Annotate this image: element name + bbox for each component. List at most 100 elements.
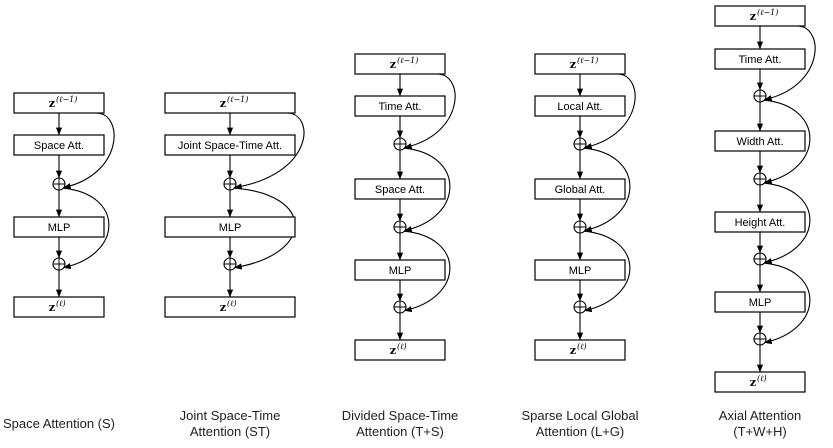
sum-node: [52, 257, 66, 271]
z-superscript: (ℓ): [577, 342, 587, 351]
z-symbol: z: [390, 344, 396, 357]
sum-node: [393, 137, 407, 151]
residual-connection: [63, 112, 115, 190]
column-caption: Space Attention (S): [3, 416, 115, 431]
residual-connection: [584, 73, 636, 150]
block-label: MLP: [389, 265, 412, 277]
residual-connection: [764, 262, 811, 345]
z-superscript: (ℓ): [56, 299, 66, 308]
z-superscript: (ℓ): [227, 299, 237, 308]
sum-node: [223, 177, 237, 191]
block-local-att: Local Att.: [534, 95, 626, 117]
sum-node: [753, 89, 767, 103]
block-space-att: Space Att.: [354, 178, 446, 200]
z-symbol: z: [570, 344, 576, 357]
block-label: Local Att.: [557, 101, 602, 113]
input-z-box: z(ℓ−1): [354, 53, 446, 75]
z-superscript: (ℓ): [397, 342, 407, 351]
block-mlp: MLP: [354, 259, 446, 281]
column-caption: (T+W+H): [733, 424, 786, 439]
input-z-box: z(ℓ−1): [164, 92, 296, 114]
residual-connection: [764, 182, 811, 265]
z-superscript: (ℓ−1): [397, 56, 418, 65]
sum-node: [393, 220, 407, 234]
z-symbol: z: [49, 97, 55, 110]
column-caption: Divided Space-Time: [342, 408, 459, 423]
block-time-att: Time Att.: [354, 95, 446, 117]
output-z-box: z(ℓ): [164, 296, 296, 318]
output-z-box: z(ℓ): [354, 339, 446, 361]
column-caption: Axial Attention: [719, 408, 801, 423]
sum-node: [52, 177, 66, 191]
z-symbol: z: [390, 58, 396, 71]
block-height-att: Height Att.: [714, 211, 806, 233]
z-symbol: z: [220, 97, 226, 110]
z-symbol: z: [570, 58, 576, 71]
column-caption: Attention (ST): [190, 424, 270, 439]
block-mlp: MLP: [714, 291, 806, 313]
z-symbol: z: [750, 376, 756, 389]
z-superscript: (ℓ−1): [227, 95, 248, 104]
sum-node: [573, 220, 587, 234]
input-z-box: z(ℓ−1): [534, 53, 626, 75]
z-symbol: z: [750, 10, 756, 23]
block-label: Time Att.: [739, 54, 782, 66]
block-mlp: MLP: [534, 259, 626, 281]
sum-node: [223, 257, 237, 271]
block-label: MLP: [569, 265, 592, 277]
column-caption: Sparse Local Global: [521, 408, 638, 423]
residual-connection: [764, 99, 811, 185]
block-label: Space Att.: [375, 184, 425, 196]
block-joint-space-time-att: Joint Space-Time Att.: [164, 134, 296, 156]
sum-node: [753, 252, 767, 266]
block-space-att: Space Att.: [13, 134, 105, 156]
z-superscript: (ℓ−1): [757, 8, 778, 17]
output-z-box: z(ℓ): [534, 339, 626, 361]
block-label: Joint Space-Time Att.: [178, 140, 282, 152]
z-superscript: (ℓ−1): [56, 95, 77, 104]
block-label: MLP: [219, 222, 242, 234]
block-width-att: Width Att.: [714, 130, 806, 152]
sum-node: [753, 172, 767, 186]
block-global-att: Global Att.: [534, 178, 626, 200]
z-superscript: (ℓ): [757, 374, 767, 383]
residual-connection: [584, 230, 631, 313]
residual-connection: [584, 147, 631, 233]
column-caption: Attention (L+G): [536, 424, 625, 439]
block-label: Time Att.: [379, 101, 422, 113]
block-mlp: MLP: [164, 216, 296, 238]
z-symbol: z: [220, 301, 226, 314]
sum-node: [753, 332, 767, 346]
block-label: MLP: [749, 297, 772, 309]
block-label: Global Att.: [555, 184, 606, 196]
block-mlp: MLP: [13, 216, 105, 238]
block-label: Height Att.: [735, 217, 786, 229]
output-z-box: z(ℓ): [13, 296, 105, 318]
input-z-box: z(ℓ−1): [13, 92, 105, 114]
column-5: z(ℓ−1)Time Att.Width Att.Height Att.MLPz…: [714, 5, 806, 393]
sum-node: [393, 300, 407, 314]
block-time-att: Time Att.: [714, 48, 806, 70]
block-label: Width Att.: [736, 136, 783, 148]
input-z-box: z(ℓ−1): [714, 5, 806, 27]
residual-connection: [404, 147, 451, 233]
block-label: Space Att.: [34, 140, 84, 152]
sum-node: [573, 300, 587, 314]
z-superscript: (ℓ−1): [577, 56, 598, 65]
z-symbol: z: [49, 301, 55, 314]
column-caption: Attention (T+S): [356, 424, 444, 439]
residual-connection: [63, 187, 110, 270]
residual-connection: [404, 73, 456, 150]
sum-node: [573, 137, 587, 151]
block-label: MLP: [48, 222, 71, 234]
residual-connection: [404, 230, 451, 313]
residual-connection: [234, 112, 305, 190]
column-caption: Joint Space-Time: [180, 408, 281, 423]
output-z-box: z(ℓ): [714, 371, 806, 393]
residual-connection: [764, 25, 816, 102]
